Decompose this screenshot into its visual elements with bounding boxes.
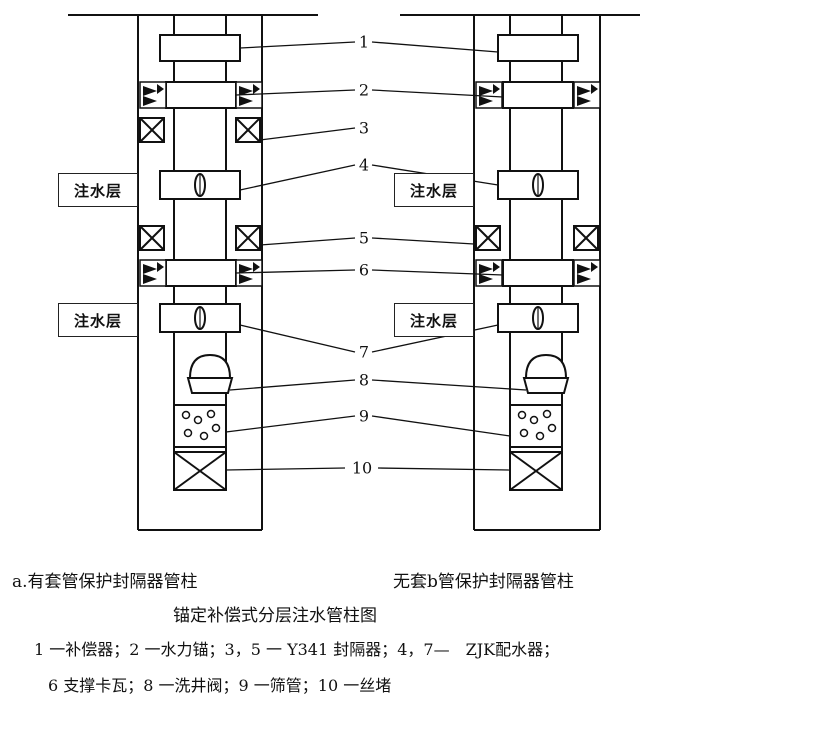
injection-zone-label-a1: 注水层: [58, 173, 138, 207]
callout-7: 7: [358, 342, 370, 362]
callout-4: 4: [358, 155, 370, 175]
callout-3: 3: [358, 118, 370, 138]
leader-lines: [225, 41, 527, 471]
callout-9: 9: [358, 406, 370, 426]
injection-zone-label-a2: 注水层: [58, 303, 138, 337]
string-b: [400, 14, 640, 531]
injection-string-diagram: [68, 14, 640, 531]
callout-6: 6: [358, 260, 370, 280]
callout-1: 1: [358, 32, 370, 52]
callout-5: 5: [358, 228, 370, 248]
caption-panel-a: a.有套管保护封隔器管柱: [12, 572, 198, 592]
string-a: [68, 14, 318, 531]
callout-8: 8: [358, 370, 370, 390]
caption-panel-b: 无套b管保护封隔器管柱: [393, 572, 574, 592]
callout-10: 10: [351, 458, 373, 478]
legend-line-1: 1 一补偿器；2 一水力锚；3，5 一 Y341 封隔器；4，7— ZJK配水器…: [34, 640, 560, 659]
injection-zone-label-b2: 注水层: [394, 303, 474, 337]
injection-zone-label-b1: 注水层: [394, 173, 474, 207]
legend-line-2: 6 支撑卡瓦；8 一洗井阀；9 一筛管；10 一丝堵: [48, 676, 392, 695]
callout-2: 2: [358, 80, 370, 100]
figure-title: 锚定补偿式分层注水管柱图: [173, 606, 377, 626]
